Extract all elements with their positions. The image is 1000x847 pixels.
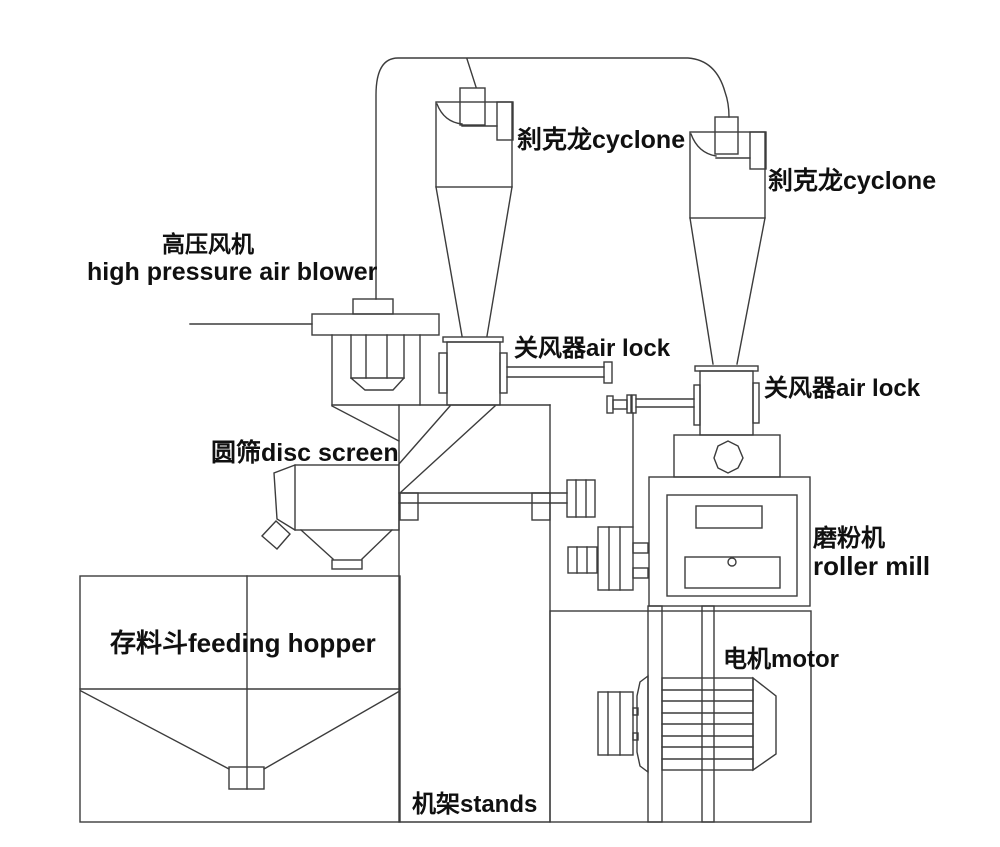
feeding-hopper (79, 575, 401, 823)
stands-column (331, 404, 551, 823)
label-motor: 电机motor (723, 646, 839, 673)
label-disc-screen: 圆筛disc screen (211, 438, 399, 467)
label-blower-en: high pressure air blower (87, 258, 378, 286)
label-airlock-right: 关风器air lock (764, 375, 921, 402)
cyclone-left (435, 87, 514, 337)
roller-mill (648, 434, 811, 607)
label-cyclone-right: 刹克龙cyclone (768, 167, 936, 195)
disc-screen (260, 464, 400, 570)
label-blower-cn: 高压风机 (162, 231, 254, 257)
pulley-train (398, 479, 649, 591)
air-blower (189, 298, 440, 442)
label-roller-mill-cn: 磨粉机 (813, 525, 885, 552)
air-pipe-top (375, 57, 730, 300)
label-roller-mill-en: roller mill (813, 551, 930, 581)
airlock-left (438, 336, 508, 406)
airlock-left-pipe (506, 361, 613, 384)
drive-shaft (606, 394, 695, 528)
motor (597, 674, 777, 774)
label-cyclone-left: 刹克龙cyclone (517, 126, 685, 154)
label-stands: 机架stands (412, 791, 537, 818)
motor-stand (549, 605, 812, 823)
airlock-right (693, 365, 760, 436)
cyclone-right (689, 116, 767, 365)
label-feeding-hopper: 存料斗feeding hopper (110, 628, 376, 658)
label-airlock-left: 关风器air lock (514, 335, 671, 362)
